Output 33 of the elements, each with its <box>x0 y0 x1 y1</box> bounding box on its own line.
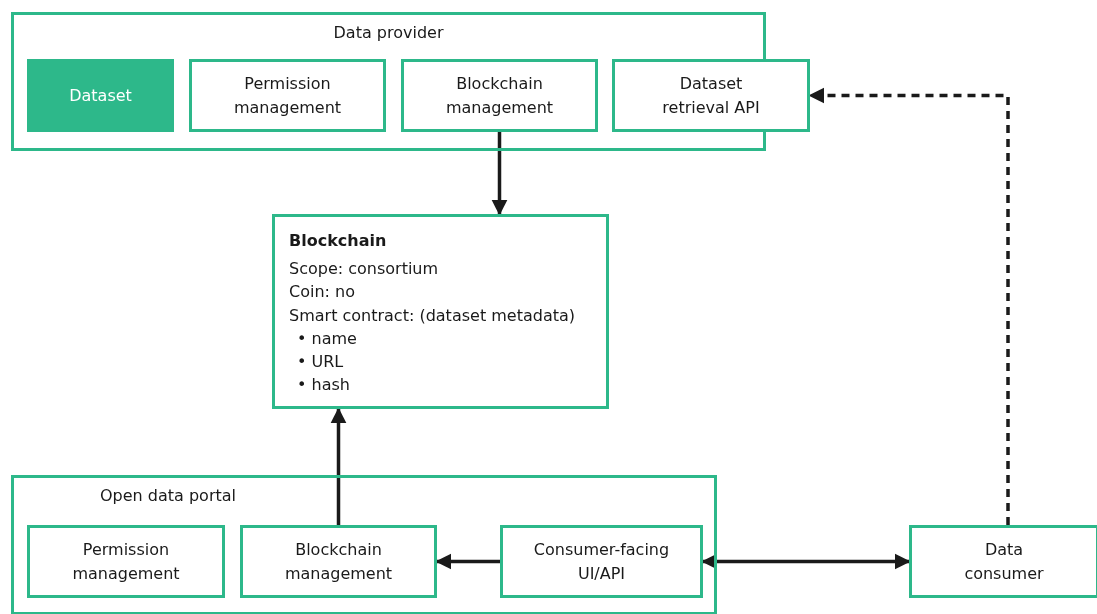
arrow <box>808 87 1010 525</box>
property-text: Scope: consortium <box>289 258 440 280</box>
arrow <box>701 553 911 570</box>
box-label: Consumer-facing UI/API <box>532 538 671 585</box>
box-heading: Blockchain <box>289 230 388 252</box>
group-container <box>11 12 766 151</box>
box-label: Permission management <box>232 72 343 119</box>
arrow <box>491 132 508 216</box>
process-box <box>909 525 1097 598</box>
box-label: Data consumer <box>963 538 1045 585</box>
box-label: Dataset retrieval API <box>661 72 761 119</box>
data-box <box>27 59 174 132</box>
property-text: • URL <box>296 351 345 374</box>
process-box <box>27 525 225 598</box>
process-box <box>240 525 437 598</box>
property-text: Coin: no <box>289 281 356 304</box>
group-title: Data provider <box>332 22 445 44</box>
box-label: Permission management <box>71 538 181 585</box>
arrow <box>330 407 347 525</box>
property-text: • name <box>296 327 358 350</box>
process-box <box>500 525 703 598</box>
process-box <box>189 59 386 132</box>
property-text: • hash <box>296 374 351 397</box>
box-label: Dataset <box>69 84 132 107</box>
group-title: Open data portal <box>100 485 236 507</box>
process-box <box>612 59 810 132</box>
box-label: Blockchain management <box>283 538 394 585</box>
info-box <box>272 214 609 409</box>
group-container <box>11 475 717 614</box>
property-text: Smart contract: (dataset metadata) <box>289 304 577 327</box>
arrow <box>435 553 500 570</box>
box-label: Blockchain management <box>444 72 555 119</box>
process-box <box>401 59 598 132</box>
